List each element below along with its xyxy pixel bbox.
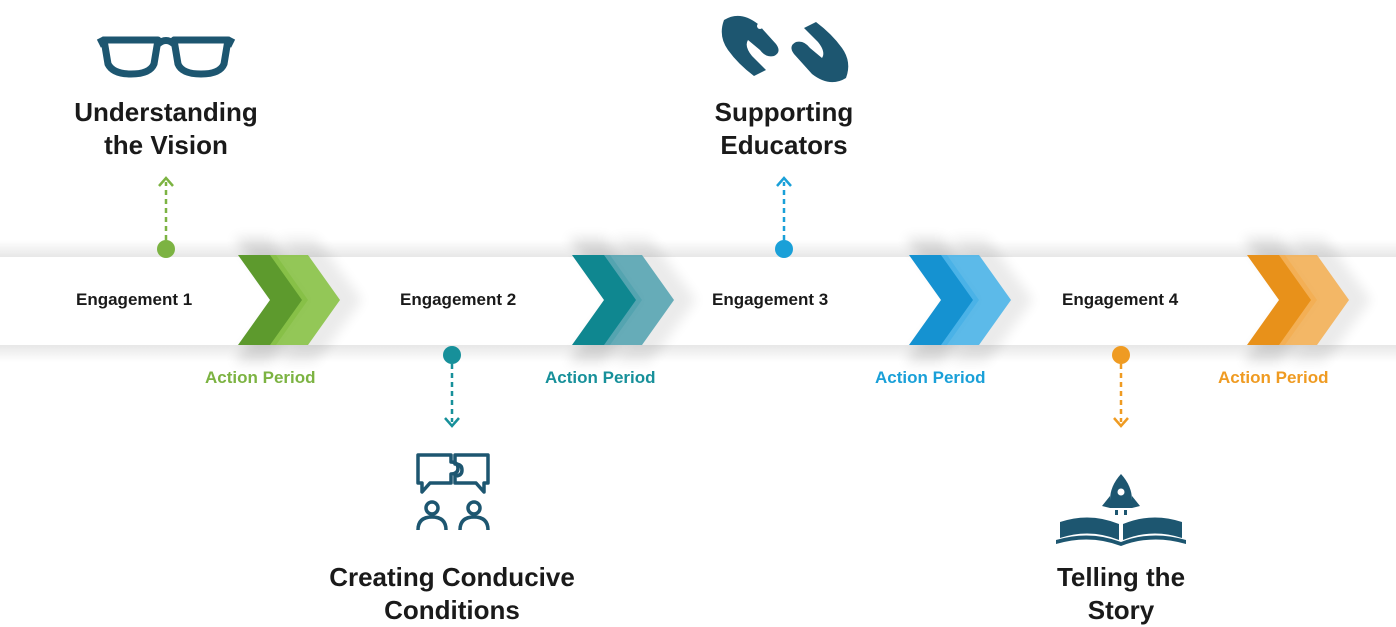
connector-dot [157, 240, 175, 258]
timeline-band [0, 257, 1396, 345]
milestone-supporting-title: Supporting Educators [684, 96, 884, 162]
milestone-creating-title: Creating Conducive Conditions [312, 561, 592, 627]
action-period-1-label: Action Period [205, 368, 316, 387]
connector-dot [775, 240, 793, 258]
engagement-2-label: Engagement 2 [400, 290, 517, 309]
chevron-teal [568, 238, 696, 362]
arrow-up-icon [158, 176, 174, 187]
milestone-line-1: Creating Conducive [329, 562, 575, 592]
milestone-line-1: Supporting [714, 97, 854, 127]
action-period-2-label: Action Period [545, 368, 656, 387]
chevron-blue [905, 238, 1033, 362]
milestone-line-2: the Vision [104, 130, 228, 160]
arrow-down-icon [1113, 417, 1129, 428]
engagement-1-label: Engagement 1 [76, 290, 193, 309]
connector-dot [443, 346, 461, 364]
connector-supporting [775, 176, 793, 258]
milestone-understanding-title: Understanding the Vision [66, 96, 266, 162]
band-shadow-top [0, 240, 1396, 258]
milestone-line-2: Conditions [384, 595, 520, 625]
rocket-book-icon [1056, 474, 1186, 546]
milestone-line-2: Story [1087, 595, 1155, 625]
engagement-3-label: Engagement 3 [712, 290, 829, 309]
action-period-3-label: Action Period [875, 368, 986, 387]
collaboration-puzzle-icon [416, 453, 490, 531]
supporting-hands-icon [721, 15, 849, 83]
connector-creating [443, 346, 461, 428]
connector-understanding [157, 176, 175, 258]
band-shadow-bottom [0, 344, 1396, 362]
engagement-4-label: Engagement 4 [1062, 290, 1179, 309]
milestone-telling-title: Telling the Story [1021, 561, 1221, 627]
milestone-line-1: Telling the [1056, 562, 1186, 592]
glasses-icon [96, 36, 236, 78]
action-period-4-label: Action Period [1218, 368, 1329, 387]
connector-telling [1112, 346, 1130, 428]
chevron-green [234, 238, 362, 362]
arrow-down-icon [444, 417, 460, 428]
arrow-up-icon [776, 176, 792, 187]
connector-dot [1112, 346, 1130, 364]
milestone-line-1: Understanding [74, 97, 258, 127]
milestone-line-2: Educators [720, 130, 848, 160]
chevron-orange [1243, 238, 1371, 362]
